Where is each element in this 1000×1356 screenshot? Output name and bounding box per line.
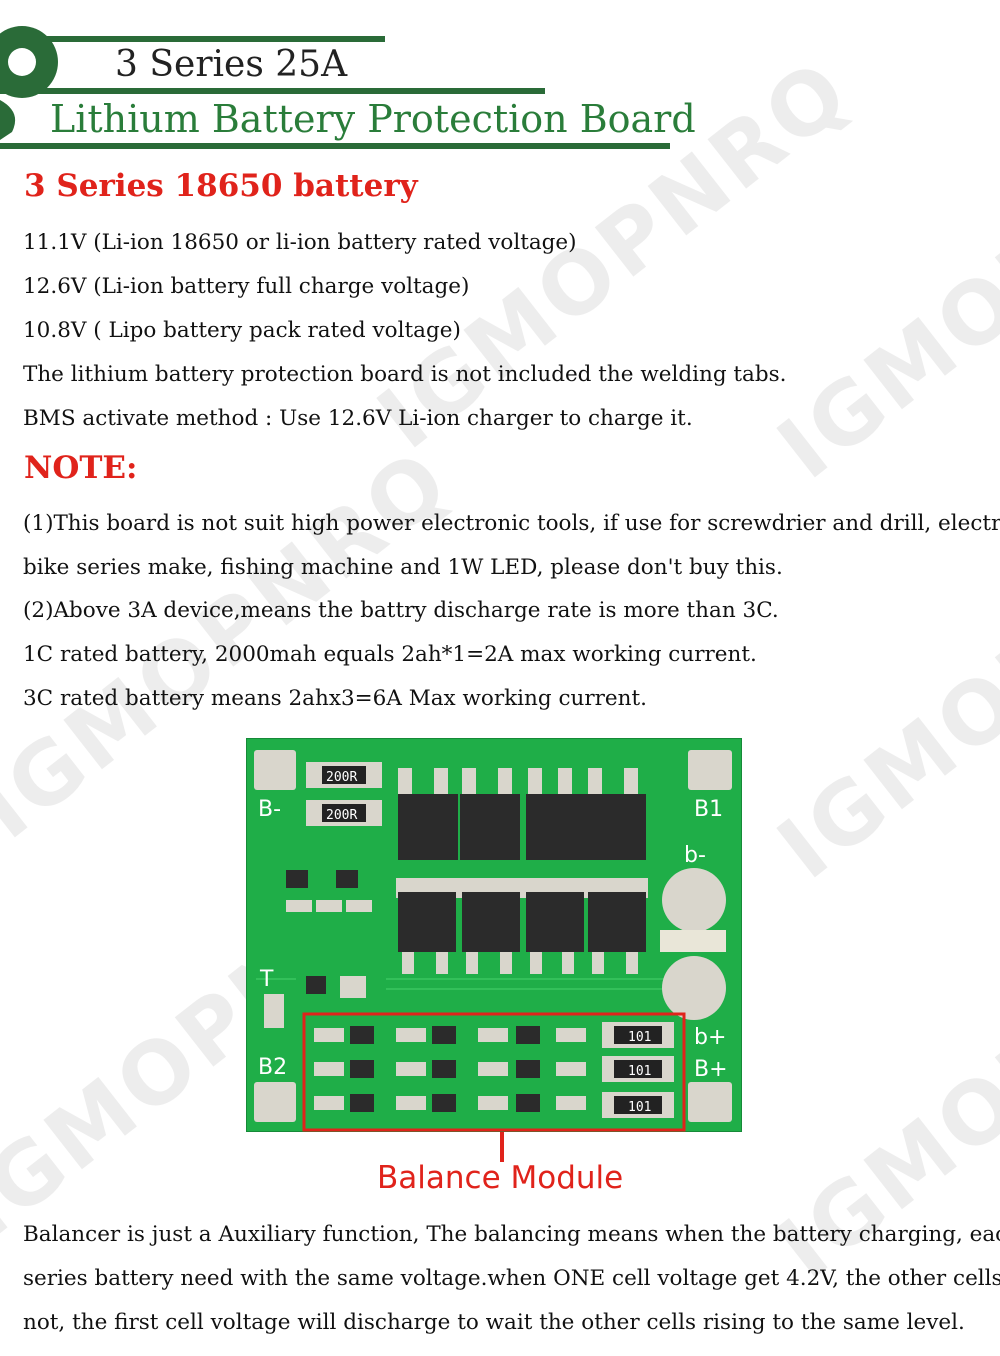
pad xyxy=(254,1082,296,1122)
resistor-label: 200R xyxy=(326,770,357,785)
spec-heading: 3 Series 18650 battery xyxy=(24,168,418,204)
pad-label: B- xyxy=(258,797,281,822)
banner-decoration xyxy=(0,26,670,149)
page-title: 3 Series 25A xyxy=(115,44,348,85)
pcb-board-image: B- B1 b- T B2 b+ B+ 200R 200R xyxy=(245,737,743,1133)
note-line: (1)This board is not suit high power ele… xyxy=(23,511,1000,536)
callout-pointer xyxy=(500,1132,504,1162)
pad-label: B+ xyxy=(694,1057,728,1082)
balancer-line: Balancer is just a Auxiliary function, T… xyxy=(23,1222,1000,1247)
balancer-line: series battery need with the same voltag… xyxy=(23,1266,1000,1291)
note-line: 3C rated battery means 2ahx3=6A Max work… xyxy=(23,686,647,711)
pad xyxy=(688,750,732,790)
pad-label: B1 xyxy=(694,797,723,822)
page-subtitle: Lithium Battery Protection Board xyxy=(50,97,696,141)
pad-label: B2 xyxy=(258,1055,287,1080)
note-line: (2)Above 3A device,means the battry disc… xyxy=(23,598,779,623)
pad-label: b- xyxy=(684,843,706,868)
spec-line: The lithium battery protection board is … xyxy=(23,362,787,387)
balance-module-label: Balance Module xyxy=(377,1160,624,1196)
note-heading: NOTE: xyxy=(24,450,138,486)
watermark: IGMOPNRQ xyxy=(760,70,1000,499)
pcb-board-drawing: B- B1 b- T B2 b+ B+ 200R 200R xyxy=(245,737,743,1133)
resistor-label: 101 xyxy=(628,1030,651,1045)
balance-module-outline xyxy=(302,1012,686,1132)
resistor-label: 101 xyxy=(628,1100,651,1115)
spec-line: 10.8V ( Lipo battery pack rated voltage) xyxy=(23,318,461,343)
pad-label: T xyxy=(259,967,274,992)
resistor-label: 200R xyxy=(326,808,357,823)
balancer-line: not, the first cell voltage will dischar… xyxy=(23,1310,965,1335)
pad xyxy=(688,1082,732,1122)
spec-line: BMS activate method : Use 12.6V Li-ion c… xyxy=(23,406,693,431)
pad-label: b+ xyxy=(694,1025,726,1050)
title-banner: 3 Series 25A Lithium Battery Protection … xyxy=(0,0,696,160)
pad xyxy=(254,750,296,790)
spec-line: 12.6V (Li-ion battery full charge voltag… xyxy=(23,274,470,299)
resistor-label: 101 xyxy=(628,1064,651,1079)
note-line: 1C rated battery, 2000mah equals 2ah*1=2… xyxy=(23,642,757,667)
note-line: bike series make, fishing machine and 1W… xyxy=(23,555,783,580)
spec-line: 11.1V (Li-ion 18650 or li-ion battery ra… xyxy=(23,230,577,255)
